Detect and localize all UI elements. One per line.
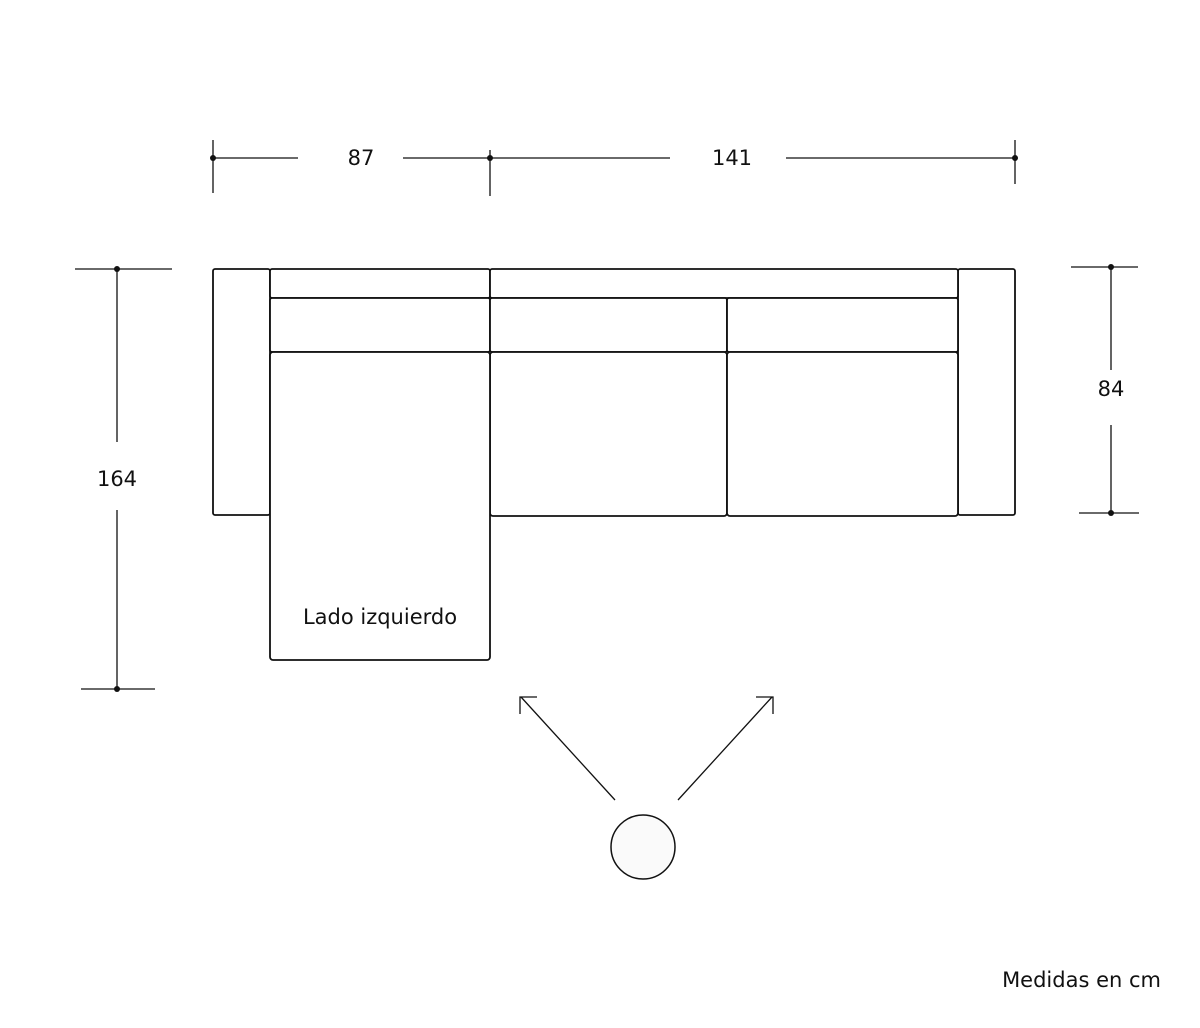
right-armrest [957, 268, 1016, 516]
sofa-depth-label: 84 [1098, 377, 1125, 401]
sofa-width-label: 141 [712, 146, 752, 170]
chaise-width-label: 87 [348, 146, 375, 170]
right-dimension: 84 [1071, 264, 1139, 516]
seat-back-2 [726, 297, 959, 353]
seat-cushion-1 [489, 351, 728, 517]
units-note: Medidas en cm [1002, 968, 1161, 992]
chaise-side-label: Lado izquierdo [303, 605, 457, 629]
sofa: Lado izquierdo [212, 268, 1016, 661]
seat-back-chaise [269, 297, 491, 353]
back-cushion-sofa [489, 268, 959, 299]
viewer-position-icon [610, 814, 676, 880]
total-depth-label: 164 [97, 467, 137, 491]
left-dimension: 164 [75, 266, 172, 692]
viewer-arrows [519, 696, 774, 880]
top-dimension: 87 141 [210, 140, 1018, 196]
chaise-longue [269, 351, 491, 661]
left-armrest [212, 268, 271, 516]
seat-cushion-2 [726, 351, 959, 517]
seat-back-1 [489, 297, 728, 353]
back-cushion-chaise [269, 268, 491, 299]
